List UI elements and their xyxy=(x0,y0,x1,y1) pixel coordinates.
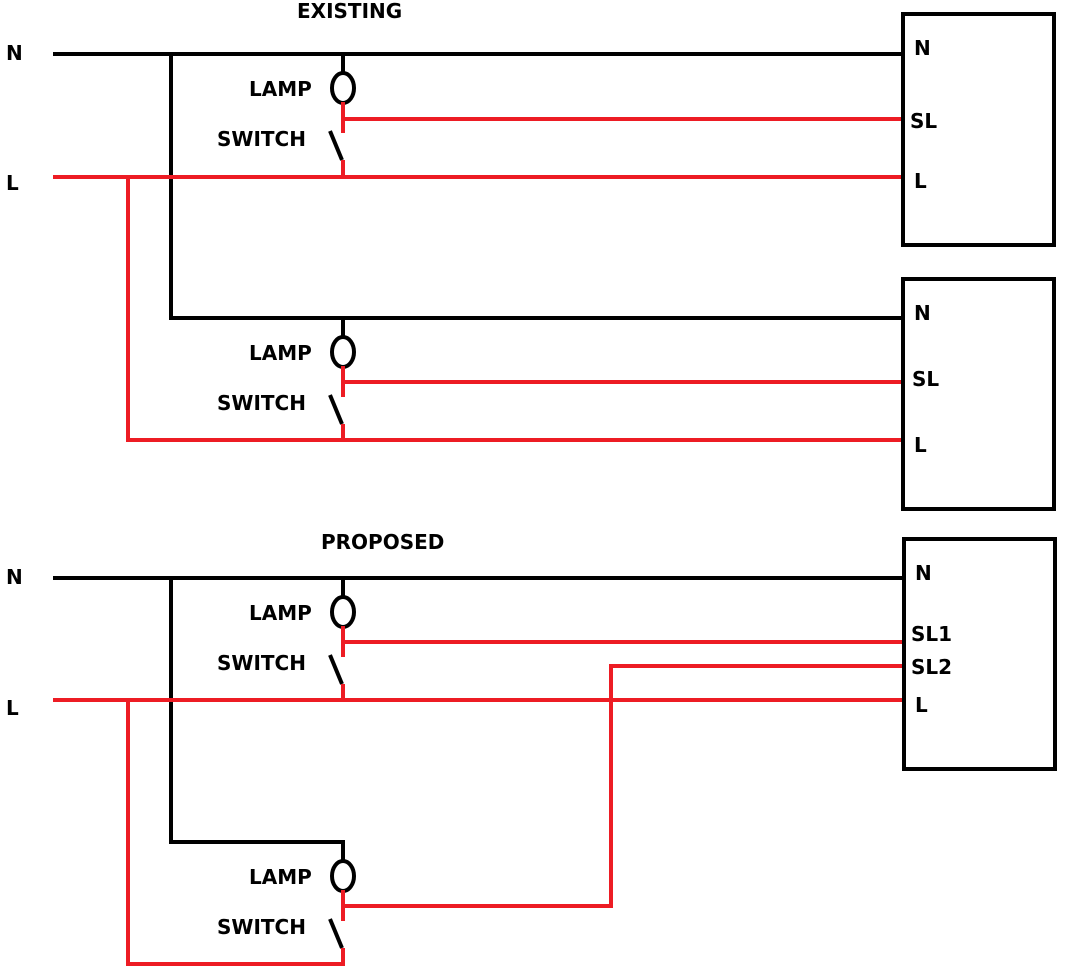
unit-box-outline xyxy=(902,537,1057,771)
switch-icon xyxy=(328,394,344,425)
terminal-n: N xyxy=(915,561,932,585)
terminal-n: N xyxy=(914,301,931,325)
section-title-existing: EXISTING xyxy=(297,0,402,23)
unit-box-2: N SL L xyxy=(901,277,1056,511)
unit-box-outline xyxy=(901,12,1056,247)
live-wire-branch xyxy=(126,698,345,966)
unit-box-outline xyxy=(901,277,1056,511)
lamp-label: LAMP xyxy=(249,341,312,365)
unit-box-1: N SL L xyxy=(901,12,1056,247)
lamp-icon xyxy=(330,335,356,369)
rail-label-neutral: N xyxy=(6,565,23,589)
circuit-2: LAMP SWITCH xyxy=(217,316,905,442)
lamp-icon xyxy=(330,595,356,629)
lamp-label: LAMP xyxy=(249,601,312,625)
lamp-label: LAMP xyxy=(249,77,312,101)
rail-label-live: L xyxy=(6,696,19,720)
terminal-sl: SL xyxy=(910,109,937,133)
live-wire-branch xyxy=(126,175,905,442)
terminal-sl1: SL1 xyxy=(911,622,952,646)
rail-label-live: L xyxy=(6,171,19,195)
neutral-wire-branch xyxy=(169,52,905,320)
terminal-sl2: SL2 xyxy=(911,655,952,679)
terminal-l: L xyxy=(915,693,928,717)
switch-icon xyxy=(328,130,344,161)
terminal-n: N xyxy=(914,36,931,60)
switch-label: SWITCH xyxy=(217,127,306,151)
circuit-1: LAMP SWITCH xyxy=(217,576,905,702)
switch-label: SWITCH xyxy=(217,391,306,415)
lamp-icon xyxy=(330,859,356,893)
circuit-2: LAMP SWITCH xyxy=(217,664,905,966)
circuit-1: LAMP SWITCH xyxy=(217,52,905,179)
unit-box-3: N SL1 SL2 L xyxy=(902,537,1057,771)
lamp-icon xyxy=(330,71,356,105)
switch-label: SWITCH xyxy=(217,651,306,675)
terminal-sl: SL xyxy=(912,367,939,391)
neutral-wire-branch xyxy=(169,576,345,844)
switch-label: SWITCH xyxy=(217,915,306,939)
switched-live-2-wire xyxy=(341,664,905,908)
switch-icon xyxy=(328,654,344,685)
terminal-l: L xyxy=(914,433,927,457)
switch-icon xyxy=(328,918,344,949)
rail-label-neutral: N xyxy=(6,41,23,65)
section-existing: EXISTING N L LAMP SWITCH LAMP SW xyxy=(6,0,1056,511)
lamp-label: LAMP xyxy=(249,865,312,889)
section-proposed: PROPOSED N L LAMP SWITCH LAMP SW xyxy=(6,530,1057,966)
section-title-proposed: PROPOSED xyxy=(321,530,444,554)
terminal-l: L xyxy=(914,169,927,193)
